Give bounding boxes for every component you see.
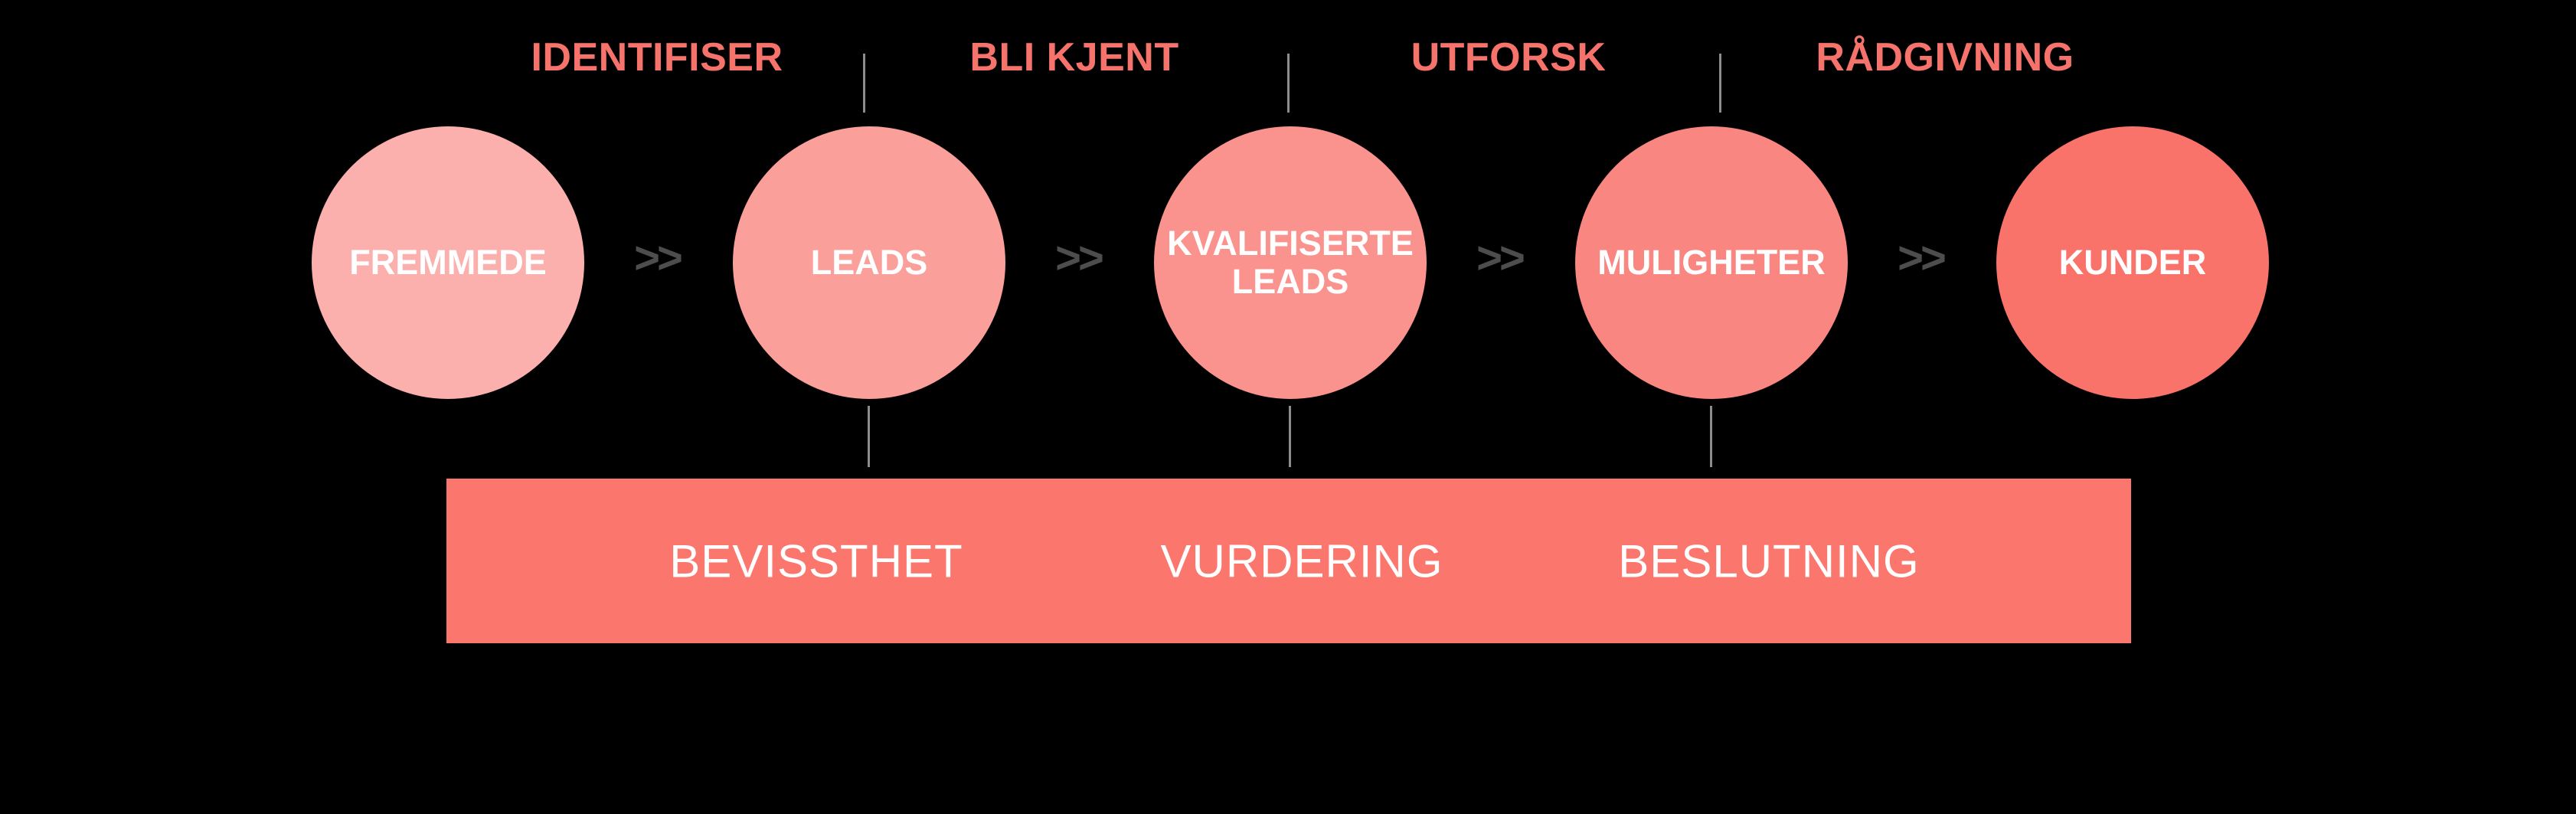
phase-label-radgivning: RÅDGIVNING [1816,35,2074,80]
phase-separator-line [1287,54,1290,113]
stage-circle-kvalifiserte-leads: KVALIFISERTE LEADS [1154,126,1427,399]
funnel-step-bevissthet: BEVISSTHET [669,535,963,587]
stage-label-kunder: KUNDER [2058,242,2207,282]
stage-circle-leads: LEADS [733,126,1005,399]
phase-separator-line [1719,54,1721,113]
stage-label-kvalifiserte-leads: KVALIFISERTE LEADS [1167,223,1414,301]
phase-label-bli-kjent: BLI KJENT [969,35,1179,80]
stage-label-fremmede: FREMMEDE [349,242,547,282]
funnel-step-beslutning: BESLUTNING [1618,535,1920,587]
stage-label-leads: LEADS [810,242,928,282]
chevron-right-icon: >> [1055,233,1104,283]
stage-circle-muligheter: MULIGHETER [1575,126,1848,399]
chevron-right-icon: >> [634,233,683,283]
phase-label-utforsk: UTFORSK [1411,35,1607,80]
funnel-stage-bar: BEVISSTHET VURDERING BESLUTNING [446,479,2131,643]
connector-line [1710,406,1712,467]
stage-circle-fremmede: FREMMEDE [312,126,584,399]
chevron-right-icon: >> [1898,233,1947,283]
connector-line [868,406,870,467]
connector-line [1289,406,1291,467]
chevron-right-icon: >> [1476,233,1525,283]
stage-label-muligheter: MULIGHETER [1597,242,1826,282]
stage-circle-kunder: KUNDER [1996,126,2269,399]
phase-label-identifiser: IDENTIFISER [531,35,783,80]
phase-separator-line [863,54,865,113]
funnel-step-vurdering: VURDERING [1160,535,1443,587]
